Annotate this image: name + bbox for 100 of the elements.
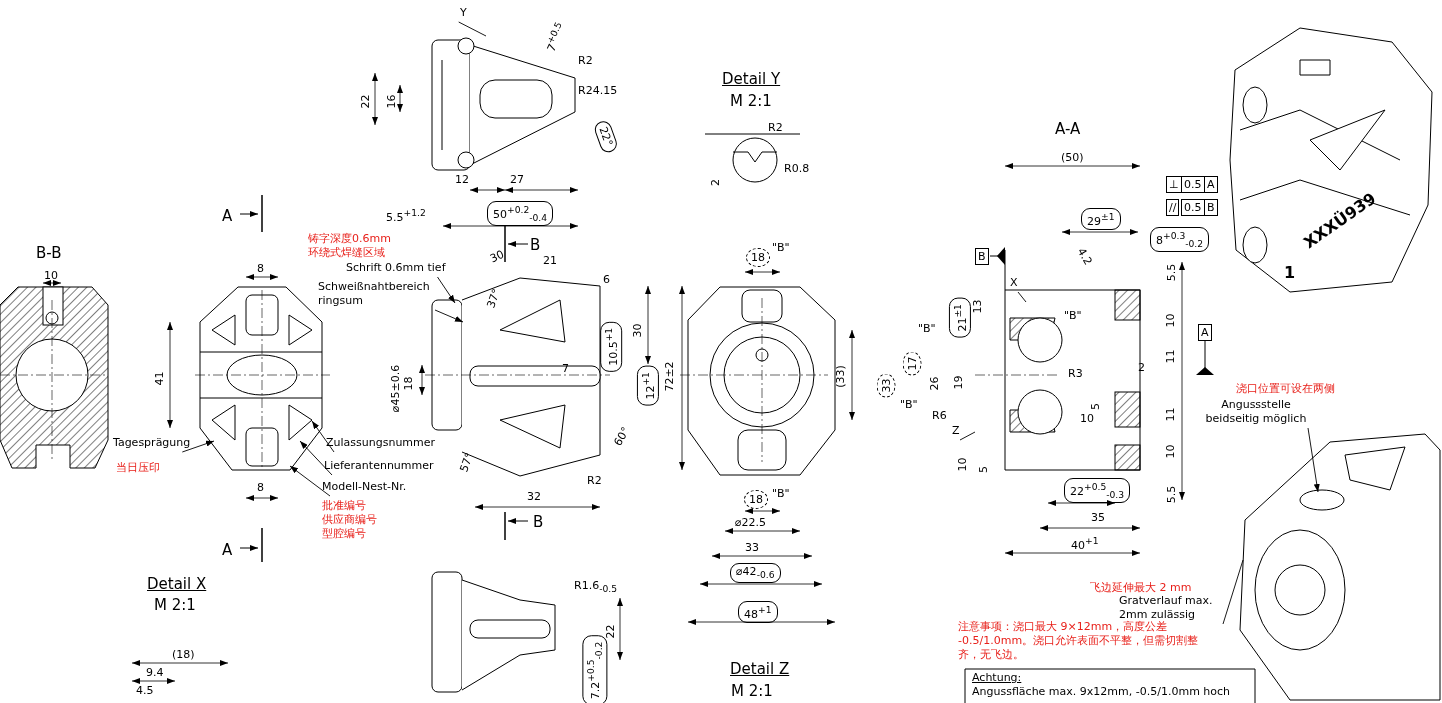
dimension-text: 72±2 [662, 361, 676, 392]
frame-cell: ⊥ [1166, 176, 1182, 193]
annotation-text: 批准编号 [322, 499, 366, 512]
note-text: 注意事项：浇口最大 9×12mm，高度公差 -0.5/1.0mm。浇口允许表面不平整，但需切割整齐，无飞边。 [958, 620, 1200, 662]
callout-text: Tagesprägung [113, 436, 191, 452]
leader-line [1017, 291, 1027, 303]
dimension-text: 19 [951, 375, 965, 390]
dimension-text: 40$^{+1}$ [1071, 534, 1099, 552]
dimension-text: ⌀45±0.6 [389, 364, 403, 413]
dimension-text: "B" [1064, 309, 1082, 322]
dimension-text: 2 [1138, 361, 1145, 374]
frame-cell: B [975, 248, 989, 265]
annotation-text: 浇口位置可设在两侧 [1236, 382, 1335, 395]
dimension-text: 5.5 [1165, 263, 1179, 282]
view-label: A-A [1055, 120, 1081, 138]
dimension-text: 5 [1089, 403, 1102, 410]
dimension-text: 4.2 [1074, 245, 1095, 268]
view-label: M 2:1 [730, 92, 772, 110]
inspection-dimension: ⌀42$_{-0.6}$ [730, 563, 781, 584]
callout-text: Angussstelle beidseitig möglich [1196, 398, 1316, 428]
part-3d-drawing [1239, 433, 1441, 701]
annotation-text: 铸字深度0.6mm [308, 232, 391, 245]
part-marking: 1 [1284, 266, 1296, 279]
dimension-text: (33) [833, 365, 847, 388]
dimension-text: 10 [44, 269, 58, 282]
dimension-text: 16 [384, 94, 398, 109]
annotation-text: 型腔编号 [322, 527, 366, 540]
frame-cell: B [1204, 199, 1218, 216]
dimension-text: 5.5 [1165, 485, 1179, 504]
dimension-text: 30 [487, 247, 507, 266]
view-title: Detail Z [730, 660, 790, 678]
dimension-text: 10 [1163, 313, 1177, 328]
dimension-text: R3 [1068, 367, 1083, 380]
inspection-dimension: 48$^{+1}$ [738, 601, 778, 623]
annotation-text: 当日压印 [116, 461, 160, 474]
inspection-dimension: 29$^{±1}$ [1081, 208, 1121, 230]
dimension-text: ⌀22.5 [735, 516, 767, 529]
dimension-text: 26 [927, 376, 941, 391]
dimension-text: 6 [603, 273, 610, 286]
dimension-text: 32 [527, 490, 541, 503]
dimension-text: R6 [932, 409, 947, 422]
frame-cell: 0.5 [1181, 176, 1205, 193]
dimension-text: R1.6$_{-0.5}$ [574, 579, 617, 596]
dimension-text: Angussfläche max. 9x12mm, -0.5/1.0mm hoch [972, 685, 1231, 698]
callout-text: Modell-Nest-Nr. [322, 480, 407, 496]
dimension-text: 8 [257, 481, 264, 494]
dimension-text: R24.15 [578, 84, 618, 97]
dimension-text: 35 [1091, 511, 1105, 524]
leader-line [1222, 559, 1244, 625]
dimension-text: 8 [257, 262, 264, 275]
frame-cell: A [1204, 176, 1218, 193]
callout-text: Y [460, 6, 467, 22]
view-label: B-B [36, 244, 62, 262]
view-label: A [222, 541, 233, 559]
dimension-text: 21 [543, 254, 557, 267]
dimension-text: R0.8 [784, 162, 810, 175]
frame-cell: 0.5 [1181, 199, 1205, 216]
dimension-text: "B" [900, 398, 918, 411]
view-label: A [222, 207, 233, 225]
dimension-text: 41 [152, 371, 166, 386]
dimension-text: 22 [358, 94, 372, 109]
dimension-text: 11 [1163, 349, 1177, 364]
dimension-text: 37° [484, 287, 504, 310]
view-label: B [530, 236, 541, 254]
dimension-text: "B" [918, 322, 936, 335]
callout-text: Schweißnahtbereich ringsum [318, 280, 443, 310]
frame-cell: A [1198, 324, 1212, 341]
callout-text: Schrift 0.6mm tief [346, 261, 446, 277]
dimension-text: (50) [1061, 151, 1084, 164]
annotation-text: 环绕式焊缝区域 [308, 246, 385, 259]
annotation-text: 供应商编号 [322, 513, 377, 526]
view-label: B [533, 513, 544, 531]
dimension-text: 4.5 [136, 684, 154, 697]
view-label: M 2:1 [154, 596, 196, 614]
leader-line [959, 431, 976, 441]
dimension-text: 10 [955, 457, 969, 472]
dimension-text: 33 [745, 541, 759, 554]
dimension-text: R2 [587, 474, 602, 487]
dimension-text: "B" [772, 241, 790, 254]
dimension-text: 27 [510, 173, 524, 186]
dimension-text: 10 [1080, 412, 1094, 425]
dimension-text: 57° [457, 451, 477, 474]
view-label: M 2:1 [731, 682, 773, 700]
dimension-text: 10 [1163, 444, 1177, 459]
view-title: Detail X [147, 575, 207, 593]
dimension-text: 13 [970, 299, 984, 314]
annotation-text: 飞边延伸最大 2 mm [1090, 581, 1192, 594]
callout-text: Lieferantennummer [324, 459, 434, 475]
dimension-text: R2 [768, 121, 783, 134]
leader-line [458, 21, 487, 37]
dimension-text: 30 [630, 323, 644, 338]
dimension-text: 5.5$^{+1.2}$ [386, 206, 426, 224]
dimension-text: 11 [1163, 407, 1177, 422]
callout-text: Z [952, 424, 960, 440]
note-heading: Achtung: [972, 671, 1022, 684]
dimension-text: 2 [709, 179, 722, 186]
dimension-text: 18 [401, 376, 415, 391]
frame-cell: // [1166, 199, 1180, 216]
dimension-text: 12 [455, 173, 469, 186]
dimension-text: "B" [772, 487, 790, 500]
